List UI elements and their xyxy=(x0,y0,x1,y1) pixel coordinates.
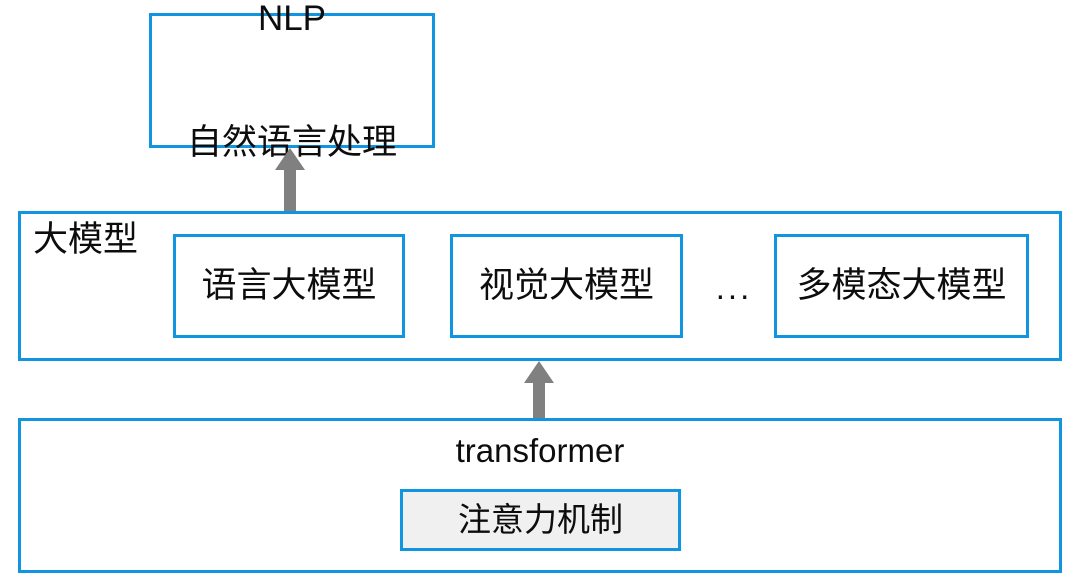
node-multimodal-model-label: 多模态大模型 xyxy=(796,266,1007,306)
arrow-transformer-to-llm xyxy=(521,361,557,421)
node-multimodal-model-box[interactable]: 多模态大模型 xyxy=(774,234,1029,338)
arrow-transformer-to-llm-icon xyxy=(524,361,554,421)
group-large-models-label: 大模型 xyxy=(33,220,139,259)
node-nlp-box[interactable]: NLP 自然语言处理 xyxy=(149,0,435,162)
group-large-models-ellipsis: ... xyxy=(715,268,753,306)
node-attention-mechanism-box[interactable]: 注意力机制 xyxy=(400,489,681,551)
node-language-model-label: 语言大模型 xyxy=(201,266,377,306)
group-transformer-label: transformer xyxy=(455,431,625,469)
arrow-lm-to-nlp xyxy=(272,148,308,238)
node-nlp-label: NLP 自然语言处理 xyxy=(152,0,432,162)
node-attention-mechanism-label: 注意力机制 xyxy=(458,500,623,538)
node-language-model-box[interactable]: 语言大模型 xyxy=(173,234,405,338)
arrow-lm-to-nlp-icon xyxy=(275,148,305,238)
node-nlp-label-line1: NLP xyxy=(257,0,327,38)
node-vision-model-box[interactable]: 视觉大模型 xyxy=(450,234,683,338)
node-vision-model-label: 视觉大模型 xyxy=(478,266,654,306)
